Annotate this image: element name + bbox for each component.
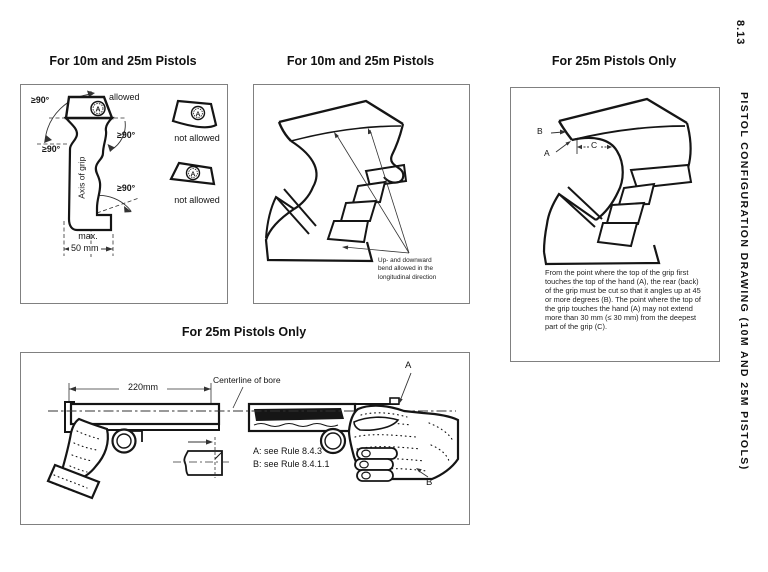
rule-a-reference: A: see Rule 8.4.3 xyxy=(253,446,323,456)
allowed-label: allowed xyxy=(109,92,140,102)
panel2-box: Up- and downward bend allowed in the lon… xyxy=(253,84,470,304)
not-allowed-label-1: not allowed xyxy=(174,133,220,143)
not-allowed-shape-2 xyxy=(169,161,216,186)
slide-hatching xyxy=(254,408,344,421)
angle-label-top-left: ≥90° xyxy=(31,95,50,105)
fingers xyxy=(354,447,398,482)
grip-abc-diagram xyxy=(542,97,693,266)
issf-stamp-icon xyxy=(190,105,206,121)
point-a-label: A xyxy=(405,360,412,371)
stamp-letter: A xyxy=(196,111,201,118)
note-line-3: longitudinal direction xyxy=(378,273,437,281)
point-b-label: B xyxy=(426,477,433,488)
angle-label-left: ≥90° xyxy=(42,144,61,154)
panel1-title: For 10m and 25m Pistols xyxy=(49,54,197,68)
panel4-title: For 25m Pistols Only xyxy=(181,325,307,339)
thumb xyxy=(353,416,400,431)
angle-label-bottom: ≥90° xyxy=(117,183,136,193)
panel3-title: For 25m Pistols Only xyxy=(551,54,677,68)
stamp-letter: A xyxy=(191,171,196,178)
rule-b-reference: B: see Rule 8.4.1.1 xyxy=(253,459,330,469)
page-number: 8.13 xyxy=(734,20,746,46)
panel2-title: For 10m and 25m Pistols xyxy=(286,54,435,68)
not-allowed-label-2: not allowed xyxy=(174,195,220,205)
note-line-2: bend allowed in the xyxy=(378,265,434,273)
grip-base-shoe xyxy=(46,463,101,500)
point-b-label: B xyxy=(537,126,543,136)
barrel xyxy=(69,402,221,426)
not-allowed-shape-1 xyxy=(171,99,218,129)
stamp-letter: A xyxy=(95,107,100,114)
finger-grooves xyxy=(326,163,408,244)
trigger-guard xyxy=(111,428,137,454)
grip-body-outline xyxy=(63,116,115,232)
rear-sight xyxy=(389,397,400,405)
axis-of-grip-label: Axis of grip xyxy=(76,156,87,199)
pistol-side-view-drawing xyxy=(46,372,460,500)
point-c-label: C xyxy=(591,140,598,150)
side-title: PISTOL CONFIGURATION DRAWING (10M AND 25… xyxy=(738,92,750,471)
barrel-dimension-label: 220mm xyxy=(119,382,167,393)
issf-stamp-icon xyxy=(185,165,201,181)
angle-label-right: ≥90° xyxy=(117,130,136,140)
grip-angle-diagram: A A A xyxy=(37,90,218,257)
note-line-1: Up- and downward xyxy=(378,257,432,264)
width-dimension-label: 50 mm xyxy=(69,243,101,254)
muzzle-detail-inset xyxy=(173,437,230,478)
grip-side-view-drawing xyxy=(264,99,410,263)
bend-allowed-note: Up- and downward bend allowed in the lon… xyxy=(378,257,436,282)
point-a-label: A xyxy=(544,148,550,158)
grip-beak xyxy=(277,99,405,184)
panel3-box: B A C From the point where the top of th… xyxy=(510,87,720,362)
annotation-arrows xyxy=(335,129,410,254)
centerline-label: Centerline of bore xyxy=(213,375,281,385)
finger-grooves xyxy=(596,163,693,248)
grip-rule-description: From the point where the top of the grip… xyxy=(545,268,701,332)
grip-stipple-dots xyxy=(51,430,100,496)
panel1-box: A A A allowed ≥90° ≥90° ≥90° ≥90° Axis o… xyxy=(20,84,228,304)
max-label: max. xyxy=(78,231,98,241)
panel4-box: 220mm Centerline of bore A B A: see Rule… xyxy=(20,352,470,525)
